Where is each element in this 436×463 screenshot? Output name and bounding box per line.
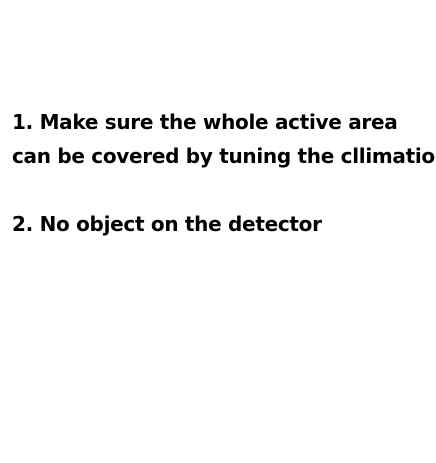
- instruction-step-1-line-2: can be covered by tuning the cllimation: [12, 144, 436, 168]
- instruction-step-2: 2. No object on the detector: [12, 207, 432, 241]
- instruction-step-1-line-1: 1. Make sure the whole active area: [12, 110, 398, 134]
- instruction-list: 1. Make sure the whole active area can b…: [12, 105, 436, 241]
- instruction-step-1: 1. Make sure the whole active area can b…: [12, 105, 436, 173]
- instruction-step-2-line-1: 2. No object on the detector: [12, 212, 322, 236]
